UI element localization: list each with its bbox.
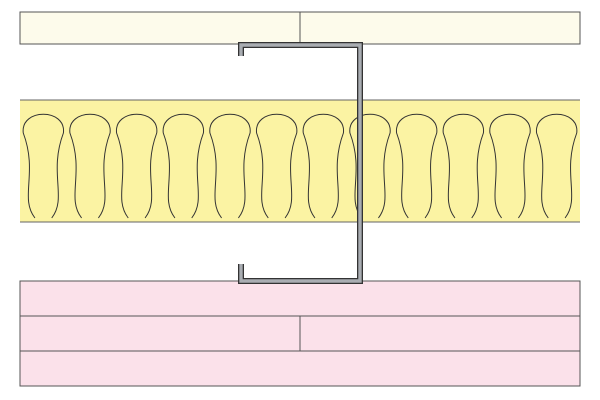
bottom-boards-layer <box>19 280 581 387</box>
insulation-loops <box>22 113 578 219</box>
insulation-loop <box>349 113 391 219</box>
bottom-board-3 <box>19 350 581 387</box>
insulation-loop <box>209 113 251 219</box>
insulation-loop <box>22 113 64 219</box>
insulation-loop <box>302 113 344 219</box>
insulation-loop <box>489 113 531 219</box>
insulation-loop <box>69 113 111 219</box>
insulation-loop <box>536 113 578 219</box>
insulation-loop <box>162 113 204 219</box>
bottom-board-1 <box>19 280 581 317</box>
insulation-loop <box>256 113 298 219</box>
insulation-loop <box>396 113 438 219</box>
c-stud <box>238 42 363 284</box>
insulation-layer <box>20 99 580 223</box>
insulation-loop <box>116 113 158 219</box>
c-stud-body <box>239 43 362 283</box>
insulation-fill <box>20 100 580 222</box>
insulation-loop <box>442 113 484 219</box>
top-board-layer <box>19 11 581 45</box>
